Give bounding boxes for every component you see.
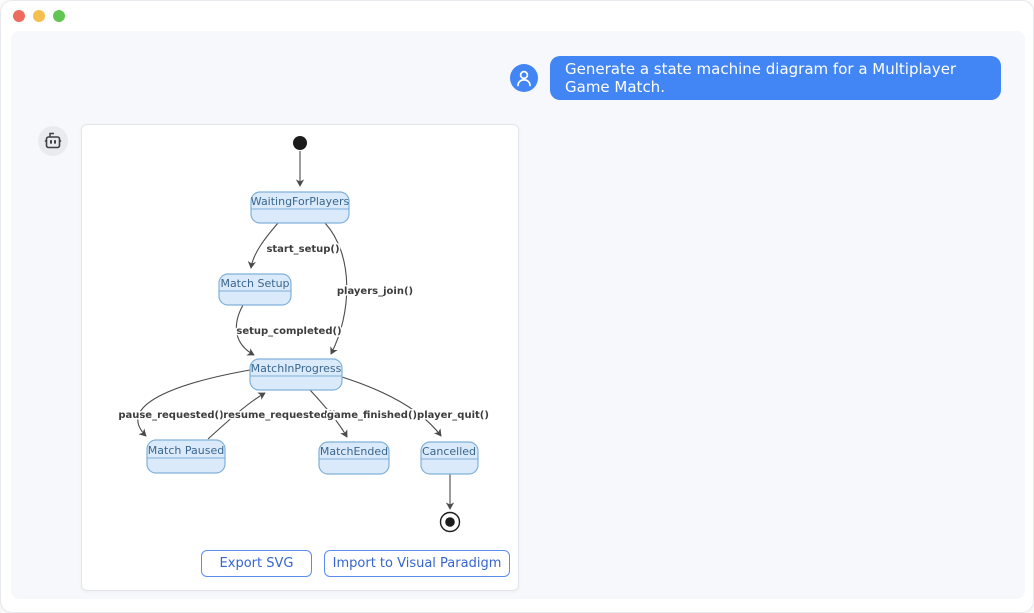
user-message-bubble: Generate a state machine diagram for a M… [550,56,1001,100]
transition-game-finished [309,389,348,438]
robot-icon [44,132,62,149]
state-matchended: MatchEnded [318,441,390,475]
transition-label: pause_requested() [118,410,223,421]
state-label: Cancelled [422,445,476,458]
state-match-setup: Match Setup [218,273,292,306]
transition-label: players_join() [337,286,413,297]
transition-label: player_quit() [417,410,489,421]
state-label: MatchInProgress [251,362,342,375]
zoom-window-button[interactable] [53,10,65,22]
import-to-visual-paradigm-button[interactable]: Import to Visual Paradigm [324,550,510,577]
state-label: MatchEnded [320,445,388,458]
transition-pause-requested [137,369,251,437]
transition-players-join [324,222,348,355]
state-label: WaitingForPlayers [251,195,350,208]
title-bar [1,1,1033,31]
minimize-window-button[interactable] [33,10,45,22]
user-avatar [510,64,538,92]
initial-state-node [293,136,307,150]
state-label: Match Setup [220,277,289,290]
state-cancelled: Cancelled [420,441,479,475]
state-match-paused: Match Paused [146,439,226,474]
person-icon [517,70,531,87]
bot-avatar [38,126,68,156]
export-svg-button[interactable]: Export SVG [201,550,312,577]
transition-label: game_finished() [327,410,417,421]
state-label: Match Paused [148,444,224,457]
transition-label: resume_requested() [223,410,337,421]
transition-setup-completed [235,304,255,356]
transition-label: start_setup() [266,244,339,255]
final-state-node [439,511,461,533]
diagram-panel: start_setup() players_join() setup_compl… [81,124,519,591]
user-message-text: Generate a state machine diagram for a M… [565,60,957,96]
transition-resume-requested [207,392,266,440]
transition-label: setup_completed() [236,326,341,337]
close-window-button[interactable] [13,10,25,22]
state-matchinprogress: MatchInProgress [249,358,343,391]
state-waitingforplayers: WaitingForPlayers [250,191,350,224]
transition-start-setup [247,222,279,269]
transition-player-quit [341,376,442,437]
state-machine-diagram: start_setup() players_join() setup_compl… [117,136,490,533]
